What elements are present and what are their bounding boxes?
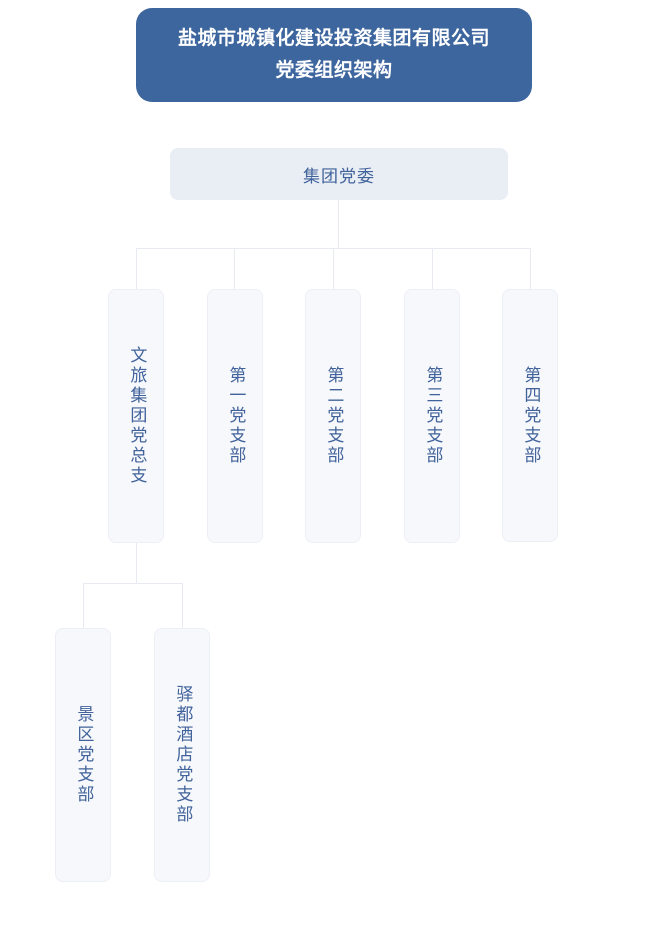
chart-title-banner: 盐城市城镇化建设投资集团有限公司 党委组织架构 (136, 8, 532, 102)
node-level3-label-2: 驿都酒店党支部 (173, 685, 193, 825)
node-level2-first-branch[interactable]: 第一党支部 (207, 289, 263, 543)
connector-drop-level2-3 (333, 248, 334, 289)
connector-drop-level3-1 (83, 583, 84, 628)
node-level2-label-5: 第四党支部 (521, 365, 541, 466)
node-level2-label-2: 第一党支部 (226, 366, 246, 466)
node-level3-yidu-hotel-branch[interactable]: 驿都酒店党支部 (154, 628, 210, 882)
node-root-group-party-committee[interactable]: 集团党委 (170, 148, 508, 200)
node-level3-scenic-area-branch[interactable]: 景区党支部 (55, 628, 111, 882)
connector-drop-level2-4 (432, 248, 433, 289)
connector-drop-level2-2 (234, 248, 235, 289)
node-root-label: 集团党委 (303, 166, 375, 186)
node-level2-third-branch[interactable]: 第三党支部 (404, 289, 460, 543)
node-level2-label-4: 第三党支部 (423, 366, 443, 466)
node-level3-label-1: 景区党支部 (74, 705, 94, 805)
connector-drop-level2-5 (530, 248, 531, 289)
chart-title-line-2: 党委组织架构 (275, 60, 393, 81)
chart-title-line-1: 盐城市城镇化建设投资集团有限公司 (177, 28, 490, 49)
connector-level3-bus (83, 583, 183, 584)
node-level2-second-branch[interactable]: 第二党支部 (305, 289, 361, 543)
connector-root-stem (338, 200, 339, 248)
connector-drop-level3-2 (182, 583, 183, 628)
connector-drop-level2-1 (136, 248, 137, 289)
connector-level3-stem (136, 543, 137, 583)
node-level2-fourth-branch[interactable]: 第四党支部 (502, 289, 558, 542)
node-level2-cultural-tourism-group[interactable]: 文旅集团党总支 (108, 289, 164, 543)
node-level2-label-3: 第二党支部 (324, 366, 344, 466)
node-level2-label-1: 文旅集团党总支 (127, 346, 147, 486)
